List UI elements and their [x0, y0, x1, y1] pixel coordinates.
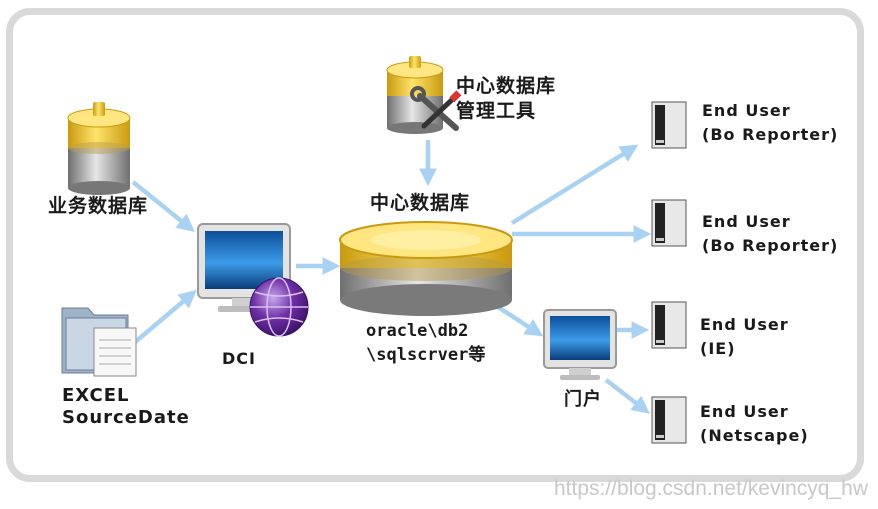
enduser-4-label-line2: (Netscape)	[700, 426, 809, 445]
excel-label-line2: SourceDate	[62, 407, 190, 428]
excel-label-line1: EXCEL	[62, 385, 130, 406]
flow-arrows	[131, 140, 652, 414]
wrench-screwdriver-icon	[410, 86, 462, 131]
arrow-portal-to-enduser-4	[604, 378, 650, 414]
arrow-business-to-dci	[131, 180, 195, 232]
db-types-label-line1: oracle\db2	[366, 321, 469, 341]
dci-monitor-icon	[197, 223, 309, 337]
central-db-icon	[339, 221, 513, 316]
portal-monitor-icon	[543, 309, 617, 380]
enduser-4-label-line1: End User	[700, 402, 789, 421]
mgmt-tool-label-line1: 中心数据库	[456, 75, 557, 97]
arrow-db-to-portal	[496, 305, 544, 337]
business-db-icon	[67, 102, 131, 195]
portal-label: 门户	[564, 389, 602, 410]
globe-icon	[249, 277, 309, 337]
db-tool-icon	[386, 56, 462, 134]
business-db-label: 业务数据库	[48, 195, 149, 217]
arrow-excel-to-dci	[132, 289, 197, 345]
db-types-label-line2: \sqlscrver等	[366, 345, 486, 365]
enduser-1-label-line2: (Bo Reporter)	[702, 125, 839, 144]
excel-folder-icon	[61, 307, 137, 377]
arrow-db-to-enduser-1	[510, 144, 639, 225]
enduser-tower-icon-1	[651, 101, 687, 149]
enduser-2-label-line2: (Bo Reporter)	[702, 236, 839, 255]
watermark: https://blog.csdn.net/kevincyq_hw	[553, 477, 868, 500]
enduser-2-label-line1: End User	[702, 212, 791, 231]
enduser-3-label-line1: End User	[700, 315, 789, 334]
enduser-tower-icon-4	[651, 396, 687, 444]
enduser-tower-icon-2	[651, 199, 687, 247]
enduser-1-label-line1: End User	[702, 101, 791, 120]
enduser-tower-icon-3	[651, 301, 687, 349]
enduser-3-label-line2: (IE)	[700, 339, 736, 358]
dci-label: DCI	[222, 349, 256, 368]
mgmt-tool-label-line2: 管理工具	[456, 100, 537, 122]
central-db-label: 中心数据库	[370, 192, 471, 214]
